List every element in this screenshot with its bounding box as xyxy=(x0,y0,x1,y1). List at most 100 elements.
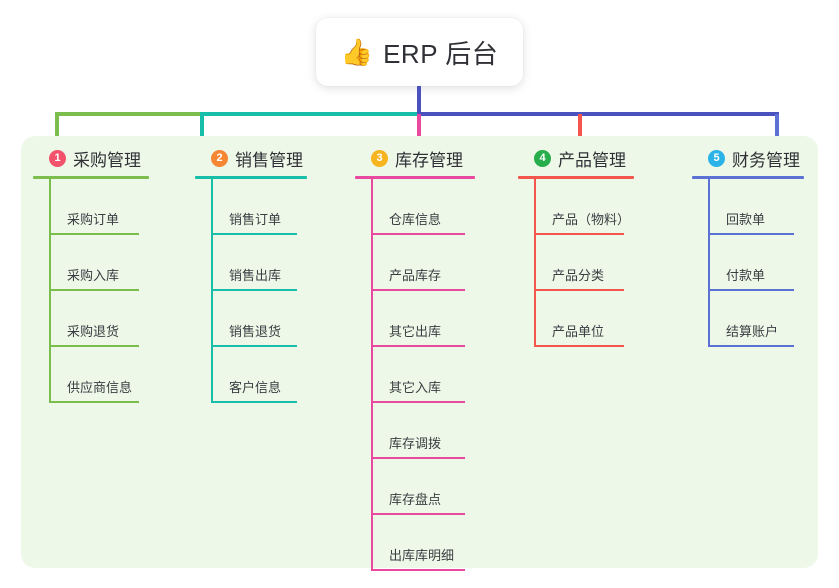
column-badge-3: 3 xyxy=(371,149,388,167)
menu-item-label: 客户信息 xyxy=(229,380,282,395)
column-badge-4: 4 xyxy=(534,149,551,167)
menu-item-label: 采购入库 xyxy=(67,268,120,283)
column-title: 销售管理 xyxy=(235,150,303,170)
menu-item[interactable]: 销售出库 xyxy=(195,235,311,291)
menu-item-rule xyxy=(708,345,794,347)
root-stem-connector xyxy=(417,86,421,114)
menu-item[interactable]: 供应商信息 xyxy=(33,347,149,403)
menu-item-label: 销售出库 xyxy=(229,268,282,283)
menu-item[interactable]: 产品单位 xyxy=(518,291,642,347)
menu-item-rule xyxy=(49,289,139,291)
menu-item-label: 其它入库 xyxy=(389,380,442,395)
menu-item-label: 采购订单 xyxy=(67,212,120,227)
column-items: 产品（物料） 产品分类产品单位 xyxy=(518,179,642,347)
column-header-rule xyxy=(355,176,475,179)
column-header[interactable]: 2 销售管理 xyxy=(195,146,311,170)
menu-item[interactable]: 库存盘点 xyxy=(355,459,475,515)
menu-item[interactable]: 其它入库 xyxy=(355,347,475,403)
menu-item-label: 产品分类 xyxy=(552,268,605,283)
column-spine xyxy=(534,179,536,347)
column-title: 财务管理 xyxy=(732,150,800,170)
column-销售管理: 2 销售管理销售订单销售出库销售退货客户信息 xyxy=(195,146,311,403)
column-产品管理: 4 产品管理产品（物料） 产品分类产品单位 xyxy=(518,146,642,347)
column-items: 仓库信息产品库存其它出库其它入库库存调拨库存盘点出库库明细 xyxy=(355,179,475,571)
column-badge-2: 2 xyxy=(211,149,228,167)
menu-item[interactable]: 销售订单 xyxy=(195,179,311,235)
menu-item[interactable]: 产品库存 xyxy=(355,235,475,291)
column-header[interactable]: 4 产品管理 xyxy=(518,146,642,170)
menu-item-label: 仓库信息 xyxy=(389,212,442,227)
menu-item-rule xyxy=(211,289,297,291)
menu-item-label: 库存调拨 xyxy=(389,436,442,451)
menu-item-label: 回款单 xyxy=(726,212,766,227)
menu-item[interactable]: 客户信息 xyxy=(195,347,311,403)
menu-item[interactable]: 采购退货 xyxy=(33,291,149,347)
root-node[interactable]: 👍 ERP 后台 xyxy=(316,18,523,86)
menu-item[interactable]: 仓库信息 xyxy=(355,179,475,235)
menu-item-rule xyxy=(708,289,794,291)
menu-item[interactable]: 其它出库 xyxy=(355,291,475,347)
menu-item-rule xyxy=(211,233,297,235)
menu-item[interactable]: 销售退货 xyxy=(195,291,311,347)
menu-item-label: 产品库存 xyxy=(389,268,442,283)
column-title: 库存管理 xyxy=(395,150,463,170)
menu-item-rule xyxy=(371,457,465,459)
menu-item-label: 付款单 xyxy=(726,268,766,283)
menu-item-rule xyxy=(371,569,465,571)
menu-item-rule xyxy=(371,401,465,403)
column-header-rule xyxy=(195,176,307,179)
menu-item-label: 供应商信息 xyxy=(67,380,133,395)
branches-panel xyxy=(21,136,818,568)
menu-item-label: 产品（物料） xyxy=(552,212,631,227)
menu-item-label: 结算账户 xyxy=(726,324,779,339)
menu-item[interactable]: 采购入库 xyxy=(33,235,149,291)
column-header-rule xyxy=(518,176,634,179)
menu-item-label: 销售退货 xyxy=(229,324,282,339)
menu-item-rule xyxy=(371,513,465,515)
column-header-rule xyxy=(33,176,149,179)
menu-item[interactable]: 付款单 xyxy=(692,235,804,291)
column-spine xyxy=(49,179,51,403)
column-items: 采购订单采购入库采购退货供应商信息 xyxy=(33,179,149,403)
menu-item[interactable]: 库存调拨 xyxy=(355,403,475,459)
menu-item-rule xyxy=(534,289,624,291)
menu-item[interactable]: 采购订单 xyxy=(33,179,149,235)
column-库存管理: 3 库存管理仓库信息产品库存其它出库其它入库库存调拨库存盘点出库库明细 xyxy=(355,146,475,571)
thumbs-up-icon: 👍 xyxy=(340,37,374,67)
menu-item-rule xyxy=(49,345,139,347)
menu-item-rule xyxy=(534,233,624,235)
menu-item[interactable]: 回款单 xyxy=(692,179,804,235)
menu-item[interactable]: 出库库明细 xyxy=(355,515,475,571)
menu-item-label: 采购退货 xyxy=(67,324,120,339)
column-title: 产品管理 xyxy=(558,150,626,170)
root-title: ERP 后台 xyxy=(383,38,499,69)
column-title: 采购管理 xyxy=(73,150,141,170)
menu-item-label: 库存盘点 xyxy=(389,492,442,507)
menu-item-rule xyxy=(49,233,139,235)
menu-item[interactable]: 结算账户 xyxy=(692,291,804,347)
drop-inventory xyxy=(417,114,421,140)
bus-indigo xyxy=(417,112,779,116)
menu-item[interactable]: 产品（物料） xyxy=(518,179,642,235)
column-header[interactable]: 3 库存管理 xyxy=(355,146,475,170)
bus-teal xyxy=(200,112,419,116)
menu-item-rule xyxy=(371,233,465,235)
drop-purchase xyxy=(55,114,59,140)
menu-item-rule xyxy=(371,289,465,291)
menu-item-label: 其它出库 xyxy=(389,324,442,339)
drop-product xyxy=(578,114,582,140)
menu-item[interactable]: 产品分类 xyxy=(518,235,642,291)
menu-item-label: 产品单位 xyxy=(552,324,605,339)
menu-item-rule xyxy=(49,401,139,403)
drop-finance xyxy=(775,114,779,140)
column-items: 销售订单销售出库销售退货客户信息 xyxy=(195,179,311,403)
menu-item-rule xyxy=(211,345,297,347)
column-items: 回款单付款单结算账户 xyxy=(692,179,804,347)
column-header-rule xyxy=(692,176,804,179)
menu-item-label: 销售订单 xyxy=(229,212,282,227)
